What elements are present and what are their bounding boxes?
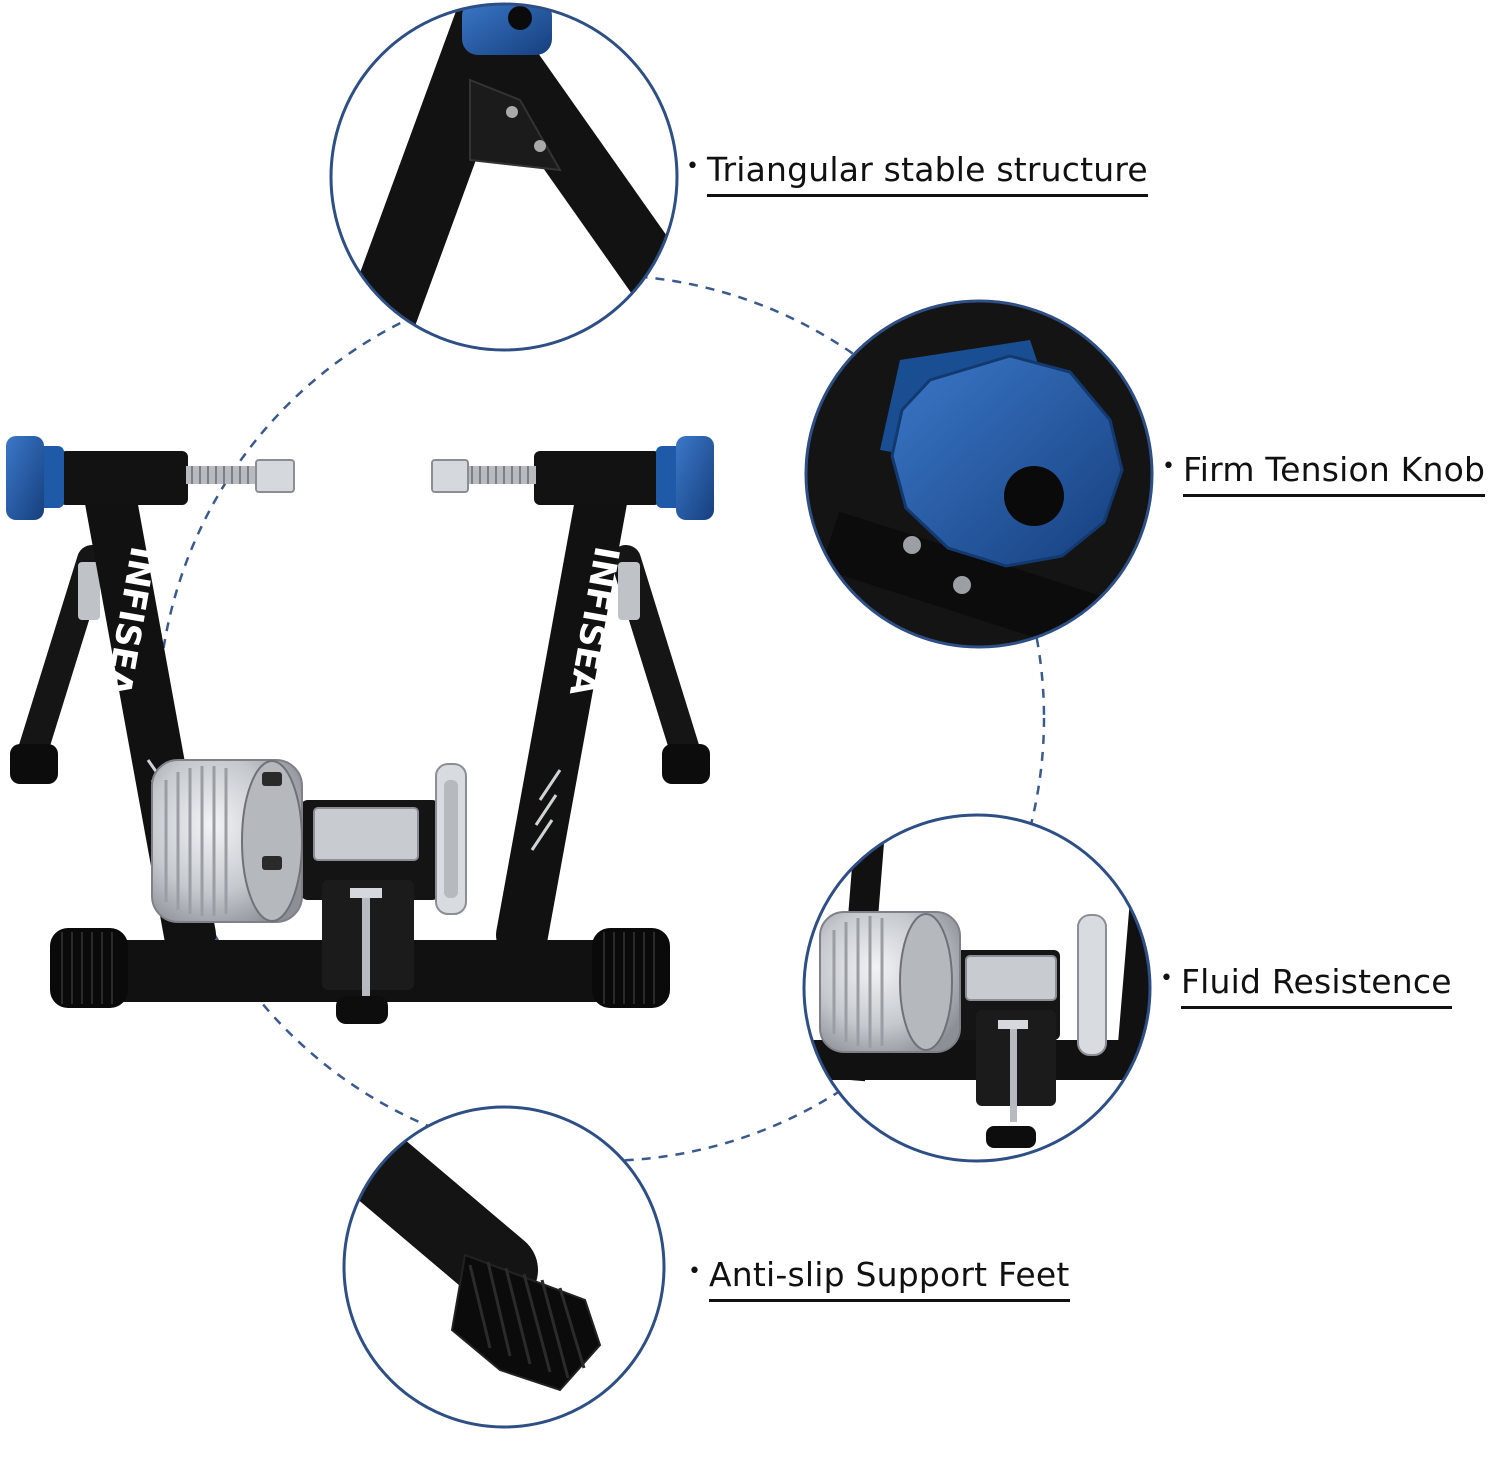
- detail-tension-knob: [804, 299, 1154, 649]
- upright-right: [496, 459, 630, 961]
- bike-trainer-illustration: INFISEA INFISEA: [6, 436, 714, 1024]
- bullet-dot: •: [688, 1259, 701, 1284]
- callout-fluid-resistance: • Fluid Resistence: [1160, 962, 1452, 1009]
- base-end-cap-left: [50, 928, 128, 1008]
- tension-knob-left: [6, 436, 64, 520]
- bullet-dot: •: [686, 154, 699, 179]
- detail-fluid-resistance: [802, 813, 1152, 1163]
- tension-knob-right: [656, 436, 714, 520]
- callout-label: Fluid Resistence: [1180, 962, 1452, 1009]
- clamp-spindle-left: [186, 459, 295, 493]
- detail-anti-slip-feet: [342, 1105, 666, 1429]
- detail-circle-outline: [329, 2, 679, 352]
- callout-anti-slip-feet: • Anti-slip Support Feet: [688, 1255, 1070, 1302]
- fluid-resistance-unit: [151, 759, 303, 923]
- bullet-dot: •: [1160, 966, 1173, 991]
- callout-label: Anti-slip Support Feet: [708, 1255, 1070, 1302]
- base-end-cap-right: [592, 928, 670, 1008]
- callout-label: Triangular stable structure: [706, 150, 1148, 197]
- clamp-spindle-right: [431, 459, 536, 493]
- dashed-guide-circle: [156, 273, 1046, 1163]
- detail-circle-outline: [802, 813, 1152, 1163]
- detail-circle-outline: [342, 1105, 666, 1429]
- detail-circle-outline: [804, 299, 1154, 649]
- callout-tension-knob: • Firm Tension Knob: [1162, 450, 1486, 497]
- bullet-dot: •: [1162, 454, 1175, 479]
- rubber-foot-left: [10, 744, 58, 784]
- callout-triangular-structure: • Triangular stable structure: [686, 150, 1148, 197]
- callout-label: Firm Tension Knob: [1182, 450, 1486, 497]
- rubber-foot-right: [662, 744, 710, 784]
- detail-triangular-structure: [329, 2, 679, 352]
